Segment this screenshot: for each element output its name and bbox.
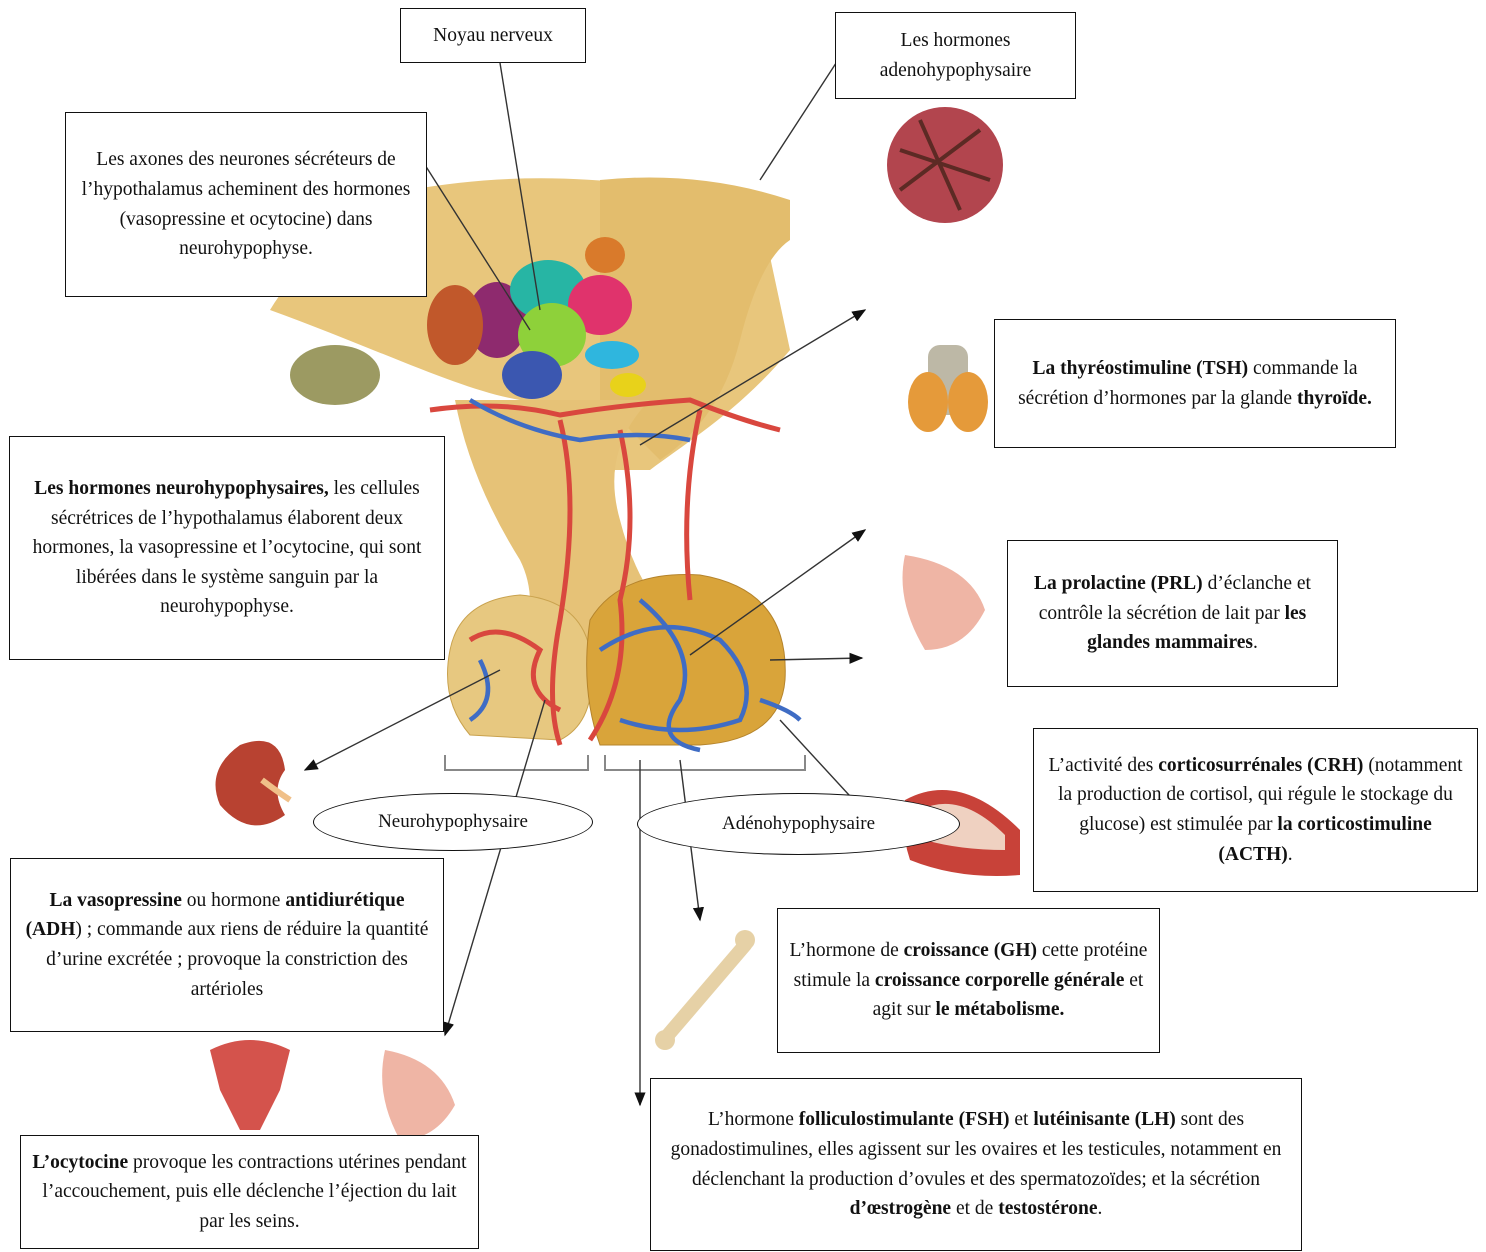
label-hormones-adeno: Les hormones adenohypophysaire <box>835 12 1076 99</box>
bone-icon <box>655 930 755 1050</box>
bracket-adeno <box>605 755 805 770</box>
label-noyau-nerveux: Noyau nerveux <box>400 8 586 63</box>
nucleus-yellow <box>610 373 646 397</box>
nucleus-cyan <box>585 341 639 369</box>
label-prl: La prolactine (PRL) d’éclanche et contrô… <box>1007 540 1338 687</box>
breast-icon <box>382 1050 455 1140</box>
adenohypophysis <box>587 575 786 745</box>
oval-adenohypophysaire: Adénohypophysaire <box>637 793 960 855</box>
nucleus-rust <box>427 285 483 365</box>
nucleus-orange <box>585 237 625 273</box>
label-gh: L’hormone de croissance (GH) cette proté… <box>777 908 1160 1053</box>
label-tsh: La thyréostimuline (TSH) commande la séc… <box>994 319 1396 448</box>
label-adh: La vasopressine ou hormone antidiurétiqu… <box>10 858 444 1032</box>
label-crh: L’activité des corticosurrénales (CRH) (… <box>1033 728 1478 892</box>
breast-icon <box>903 555 986 650</box>
label-neurohypophysaires: Les hormones neurohypophysaires, les cel… <box>9 436 445 660</box>
thyroid-icon <box>908 345 988 432</box>
label-axones: Les axones des neurones sécréteurs de l’… <box>65 112 427 297</box>
label-fsh-lh: L’hormone folliculostimulante (FSH) et l… <box>650 1078 1302 1251</box>
oval-neurohypophysaire: Neurohypophysaire <box>313 793 593 851</box>
label-ocytocine: L’ocytocine provoque les contractions ut… <box>20 1135 479 1249</box>
bracket-neuro <box>445 755 588 770</box>
optic-chiasm <box>290 345 380 405</box>
nucleus-blue <box>502 351 562 399</box>
uterus-icon <box>210 1040 290 1130</box>
kidney-icon <box>216 741 291 826</box>
tissue-icon <box>887 107 1003 223</box>
